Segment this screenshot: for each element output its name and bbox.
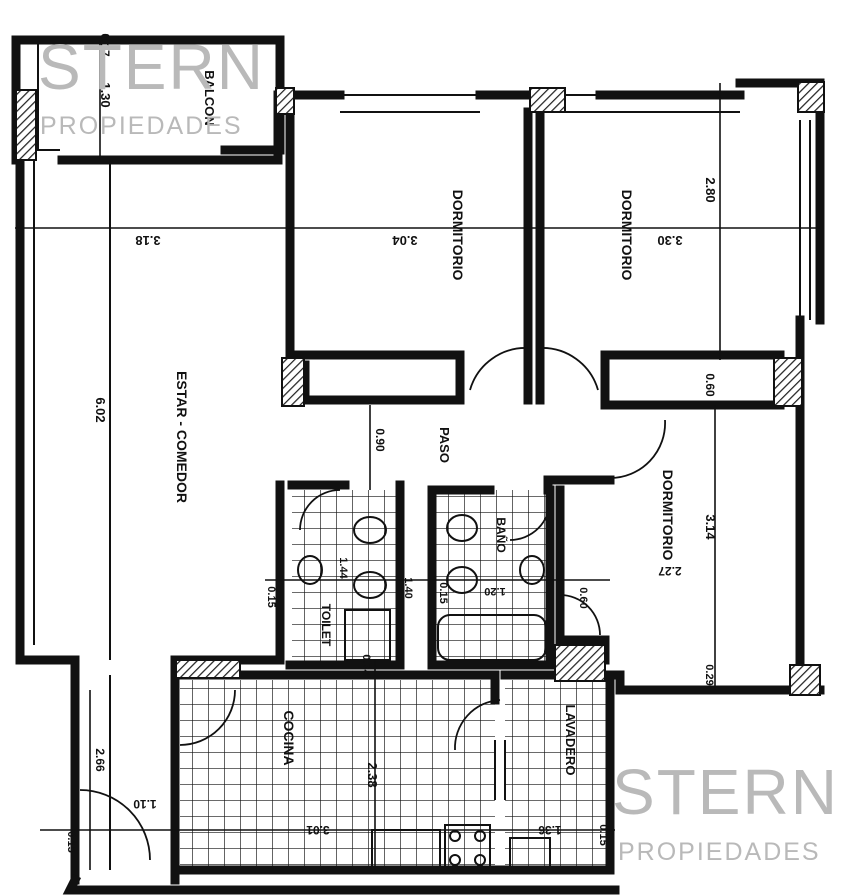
dim-cocina-width: 3.01	[306, 823, 330, 837]
label-balcon: BALCON	[202, 70, 217, 126]
fixtures	[297, 514, 551, 871]
lavadero-tiles	[505, 680, 610, 870]
room-labels: BALCON DORMITORIO DORMITORIO ESTAR - COM…	[174, 70, 676, 775]
dim-dorm3-width: 2.27	[658, 564, 682, 578]
dim-bano-b: 0.60	[577, 587, 589, 608]
label-bano: BAÑO	[494, 517, 509, 552]
dim-entrada-depth: 2.66	[93, 748, 107, 772]
dim-muro-dorm3: 0.29	[703, 664, 715, 685]
dim-entrada-wall: 0.15	[65, 831, 77, 852]
label-dormitorio-2: DORMITORIO	[619, 190, 635, 281]
label-paso: PASO	[437, 427, 452, 463]
label-dormitorio-3: DORMITORIO	[660, 470, 676, 561]
watermark-sub-top: PROPIEDADES	[40, 112, 243, 140]
label-toilet: TOILET	[319, 604, 333, 647]
structural-columns	[15, 81, 825, 696]
dim-tabique-b: 0.15	[437, 582, 449, 603]
label-lavadero: LAVADERO	[563, 704, 578, 775]
dim-lavadero-b: 0.15	[597, 824, 609, 845]
watermark-sub-bottom: PROPIEDADES	[618, 838, 821, 866]
dim-tabique-a: 0.15	[265, 586, 277, 607]
dim-lavadero-width: 1.36	[538, 823, 562, 837]
label-estar-comedor: ESTAR - COMEDOR	[174, 371, 190, 503]
doors	[79, 347, 666, 861]
dim-toilet-depth: 0.74	[360, 654, 372, 676]
dim-dorm2-width: 3.30	[657, 233, 682, 248]
cocina-tiles	[180, 680, 495, 870]
dimension-labels: 1.30 0.17 3.18 3.04 3.30 2.80 6.02 0.90 …	[65, 33, 718, 852]
dim-balcon-depth: 1.30	[98, 82, 113, 107]
label-cocina: COCINA	[281, 710, 297, 765]
dim-dorm3-depth: 3.14	[703, 514, 718, 540]
dim-pasillo-width: 0.90	[373, 428, 387, 452]
dim-estar-width: 3.18	[135, 233, 160, 248]
label-dormitorio-1: DORMITORIO	[450, 190, 466, 281]
dim-toilet-b: 1.40	[402, 577, 414, 598]
dim-entrada-width: 1.10	[133, 797, 157, 811]
dim-dorm2-depth: 2.80	[703, 177, 718, 202]
dim-bano-a: 1.20	[484, 585, 505, 597]
watermark-brand-top: STERN	[38, 31, 265, 103]
bano-tiles	[432, 490, 550, 665]
dim-closet-depth: 0.60	[703, 373, 717, 397]
watermark-brand-bottom: STERN	[612, 756, 839, 828]
dim-balcon-wall: 0.17	[98, 33, 112, 57]
dim-cocina-depth: 2.38	[365, 762, 380, 787]
dim-estar-length: 6.02	[93, 397, 108, 422]
dimension-lines	[15, 40, 820, 870]
dim-dorm1-width: 3.04	[392, 233, 418, 248]
dim-toilet-a: 1.44	[337, 557, 349, 579]
